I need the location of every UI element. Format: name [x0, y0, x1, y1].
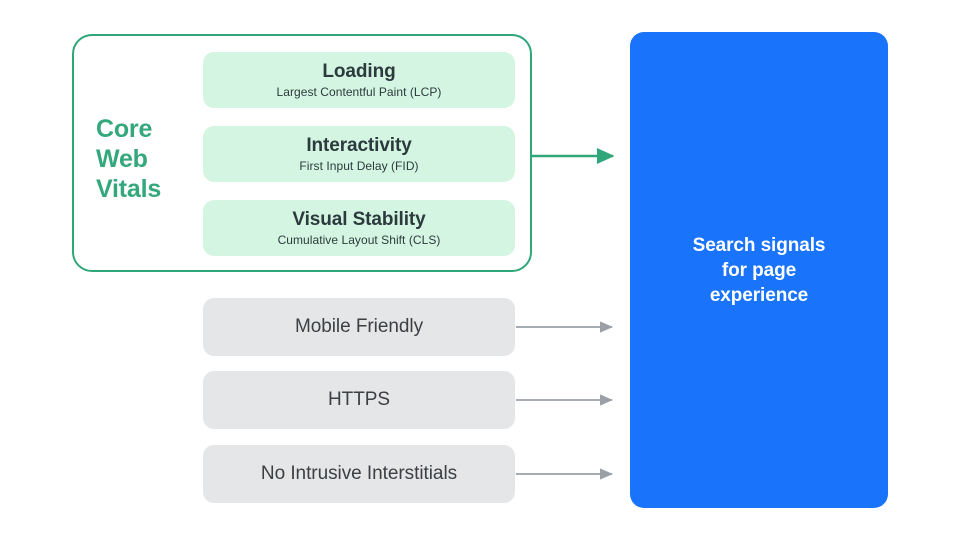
metric-subtitle-interactivity: First Input Delay (FID)	[299, 158, 419, 173]
signal-card-https[interactable]: HTTPS	[203, 371, 515, 429]
metric-title-interactivity: Interactivity	[306, 134, 412, 156]
metric-card-loading[interactable]: Loading Largest Contentful Paint (LCP)	[203, 52, 515, 108]
signal-card-no-intrusive-interstitials[interactable]: No Intrusive Interstitials	[203, 445, 515, 503]
metric-subtitle-loading: Largest Contentful Paint (LCP)	[276, 84, 442, 99]
signal-label-https: HTTPS	[327, 389, 391, 410]
signal-label-no-intrusive-interstitials: No Intrusive Interstitials	[260, 463, 458, 484]
signal-label-mobile-friendly: Mobile Friendly	[294, 316, 424, 337]
signal-card-mobile-friendly[interactable]: Mobile Friendly	[203, 298, 515, 356]
metric-title-loading: Loading	[322, 60, 396, 82]
metric-title-visual-stability: Visual Stability	[292, 208, 426, 230]
metric-card-interactivity[interactable]: Interactivity First Input Delay (FID)	[203, 126, 515, 182]
search-signals-panel-label: Search signals for page experience	[692, 234, 826, 306]
metric-subtitle-visual-stability: Cumulative Layout Shift (CLS)	[277, 232, 441, 247]
core-web-vitals-group-label: Core Web Vitals	[96, 115, 162, 203]
metric-card-visual-stability[interactable]: Visual Stability Cumulative Layout Shift…	[203, 200, 515, 256]
search-signals-panel[interactable]: Search signals for page experience	[630, 32, 888, 508]
core-web-vitals-group	[72, 34, 532, 272]
